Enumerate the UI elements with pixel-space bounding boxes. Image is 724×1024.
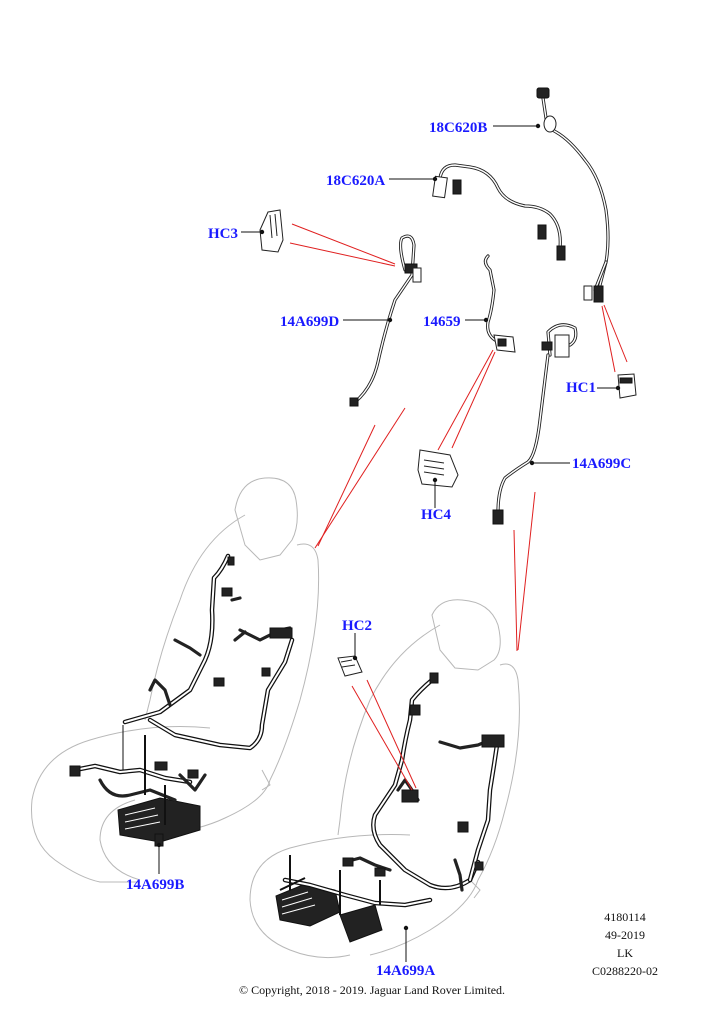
callout-lines [289, 223, 628, 791]
copyright-notice: © Copyright, 2018 - 2019. Jaguar Land Ro… [238, 983, 506, 997]
connector-icon [412, 267, 422, 283]
hc3-connector [259, 209, 284, 253]
connector-icon [492, 509, 504, 525]
label-hc1[interactable]: HC1 [566, 380, 596, 396]
connector-icon [349, 397, 359, 407]
harness-14659 [483, 254, 516, 353]
connector-icon [537, 224, 547, 240]
illustration-code: 4180114 [604, 910, 646, 924]
harness-18c620b [536, 87, 610, 303]
connector-icon [452, 179, 462, 195]
label-14659[interactable]: 14659 [423, 314, 461, 330]
label-18c620a[interactable]: 18C620A [326, 173, 386, 189]
illustration-date: 49-2019 [605, 928, 645, 942]
connector-icon [554, 334, 570, 358]
label-18c620b[interactable]: 18C620B [429, 120, 488, 136]
illustration-initials: LK [617, 946, 633, 960]
hc4-connector [417, 449, 459, 488]
label-hc4[interactable]: HC4 [421, 507, 451, 523]
label-14a699d[interactable]: 14A699D [280, 314, 340, 330]
label-14a699b[interactable]: 14A699B [126, 877, 185, 893]
harness-14a699d [349, 234, 422, 407]
label-14a699a[interactable]: 14A699A [376, 963, 436, 979]
harness-18c620a [432, 163, 566, 261]
label-hc3[interactable]: HC3 [208, 226, 238, 242]
hc2-connector [337, 655, 363, 677]
label-hc2[interactable]: HC2 [342, 618, 372, 634]
connector-icon [536, 87, 550, 99]
seat-right [249, 599, 520, 959]
seat-left [30, 477, 320, 883]
illustration-ref: C0288220-02 [592, 964, 658, 978]
hc1-connector [617, 373, 637, 399]
leader-lines [156, 123, 621, 962]
connector-icon [593, 285, 604, 303]
connector-icon [556, 245, 566, 261]
label-14a699c[interactable]: 14A699C [572, 456, 632, 472]
connector-icon [432, 175, 448, 199]
harness-14a699c [492, 323, 578, 525]
connector-icon [583, 285, 593, 301]
